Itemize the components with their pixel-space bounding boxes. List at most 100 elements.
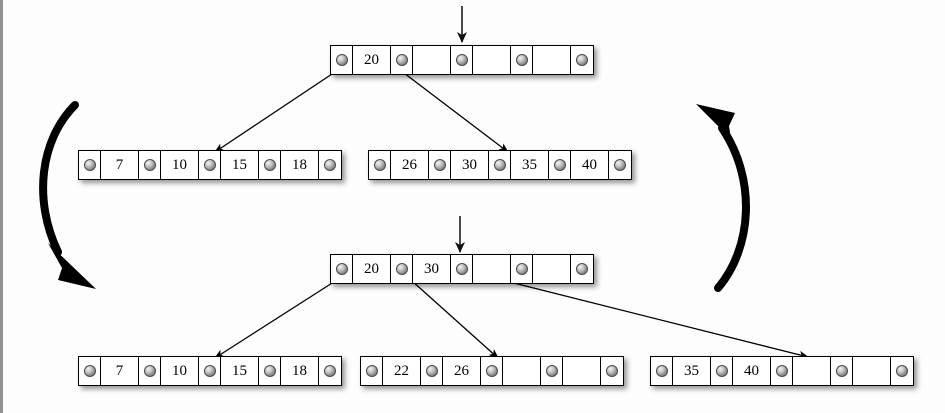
key-value: 22 — [394, 362, 409, 379]
pointer-cell[interactable] — [511, 46, 533, 74]
leaf-after-middle[interactable]: 22 26 — [360, 356, 624, 386]
pointer-cell[interactable] — [79, 357, 101, 385]
pointer-dot-icon — [263, 365, 276, 377]
key-cell[interactable]: 7 — [101, 151, 139, 179]
pointer-cell[interactable] — [711, 357, 733, 385]
key-cell[interactable] — [473, 46, 511, 74]
key-cell[interactable]: 18 — [281, 357, 319, 385]
key-cell[interactable]: 20 — [353, 255, 391, 283]
key-cell[interactable] — [563, 357, 601, 385]
key-value: 26 — [454, 362, 469, 379]
key-cell[interactable] — [503, 357, 541, 385]
key-cell[interactable]: 15 — [221, 151, 259, 179]
pointer-cell[interactable] — [541, 357, 563, 385]
key-value: 30 — [462, 156, 477, 173]
pointer-dot-icon — [545, 365, 558, 377]
pointer-cell[interactable] — [369, 151, 391, 179]
key-cell[interactable]: 40 — [571, 151, 609, 179]
pointer-dot-icon — [143, 365, 156, 377]
pointer-dot-icon — [614, 159, 626, 171]
key-cell[interactable] — [413, 46, 451, 74]
pointer-dot-icon — [455, 263, 468, 275]
curved-arrow-up-right-icon — [696, 104, 750, 292]
key-cell[interactable] — [473, 255, 511, 283]
key-value: 18 — [292, 156, 307, 173]
pointer-cell[interactable] — [361, 357, 383, 385]
key-cell[interactable]: 22 — [383, 357, 421, 385]
pointer-cell[interactable] — [549, 151, 571, 179]
key-cell[interactable]: 35 — [673, 357, 711, 385]
pointer-cell[interactable] — [139, 151, 161, 179]
key-cell[interactable] — [793, 357, 831, 385]
pointer-cell[interactable] — [571, 255, 593, 283]
pointer-cell[interactable] — [199, 357, 221, 385]
key-value: 26 — [402, 156, 417, 173]
pointer-dot-icon — [335, 54, 348, 66]
key-cell[interactable]: 30 — [413, 255, 451, 283]
pointer-cell[interactable] — [139, 357, 161, 385]
pointer-dot-icon — [425, 365, 438, 377]
edge-root-before-to-left-leaf — [214, 69, 339, 153]
key-cell[interactable] — [853, 357, 891, 385]
pointer-cell[interactable] — [429, 151, 451, 179]
pointer-cell[interactable] — [319, 357, 341, 385]
pointer-dot-icon — [324, 365, 336, 377]
pointer-cell[interactable] — [609, 151, 631, 179]
leaf-before-right[interactable]: 26 30 35 40 — [368, 150, 632, 180]
pointer-cell[interactable] — [331, 46, 353, 74]
pointer-cell[interactable] — [199, 151, 221, 179]
pointer-cell[interactable] — [511, 255, 533, 283]
pointer-dot-icon — [576, 263, 588, 275]
pointer-cell[interactable] — [891, 357, 913, 385]
edge-root-after-to-middle-leaf — [401, 271, 499, 359]
pointer-cell[interactable] — [331, 255, 353, 283]
pointer-cell[interactable] — [489, 151, 511, 179]
pointer-cell[interactable] — [259, 151, 281, 179]
key-value: 10 — [172, 156, 187, 173]
pointer-cell[interactable] — [831, 357, 853, 385]
leaf-after-right[interactable]: 35 40 — [650, 356, 914, 386]
pointer-cell[interactable] — [771, 357, 793, 385]
pointer-cell[interactable] — [319, 151, 341, 179]
pointer-cell[interactable] — [601, 357, 623, 385]
key-value: 35 — [684, 362, 699, 379]
key-cell[interactable]: 10 — [161, 357, 199, 385]
pointer-cell[interactable] — [391, 46, 413, 74]
key-cell[interactable] — [533, 46, 571, 74]
pointer-cell[interactable] — [481, 357, 503, 385]
key-cell[interactable]: 7 — [101, 357, 139, 385]
pointer-cell[interactable] — [651, 357, 673, 385]
leaf-before-left[interactable]: 7 10 15 18 — [78, 150, 342, 180]
key-cell[interactable]: 10 — [161, 151, 199, 179]
pointer-dot-icon — [433, 159, 446, 171]
pointer-cell[interactable] — [571, 46, 593, 74]
pointer-cell[interactable] — [259, 357, 281, 385]
key-cell[interactable]: 26 — [391, 151, 429, 179]
key-cell[interactable]: 26 — [443, 357, 481, 385]
pointer-cell[interactable] — [391, 255, 413, 283]
key-value: 30 — [424, 260, 439, 277]
key-cell[interactable]: 20 — [353, 46, 391, 74]
pointer-cell[interactable] — [451, 255, 473, 283]
pointer-cell[interactable] — [79, 151, 101, 179]
key-value: 40 — [582, 156, 597, 173]
pointer-cell[interactable] — [421, 357, 443, 385]
pointer-dot-icon — [493, 159, 506, 171]
edge-root-before-to-right-leaf — [399, 69, 509, 153]
pointer-dot-icon — [835, 365, 848, 377]
key-cell[interactable]: 18 — [281, 151, 319, 179]
key-cell[interactable]: 30 — [451, 151, 489, 179]
key-cell[interactable]: 35 — [511, 151, 549, 179]
key-cell[interactable]: 40 — [733, 357, 771, 385]
pointer-dot-icon — [203, 365, 216, 377]
pointer-dot-icon — [606, 365, 618, 377]
leaf-after-left[interactable]: 7 10 15 18 — [78, 356, 342, 386]
pointer-dot-icon — [143, 159, 156, 171]
pointer-cell[interactable] — [451, 46, 473, 74]
key-cell[interactable]: 15 — [221, 357, 259, 385]
key-cell[interactable] — [533, 255, 571, 283]
pointer-dot-icon — [263, 159, 276, 171]
root-node-before[interactable]: 20 — [330, 45, 594, 75]
